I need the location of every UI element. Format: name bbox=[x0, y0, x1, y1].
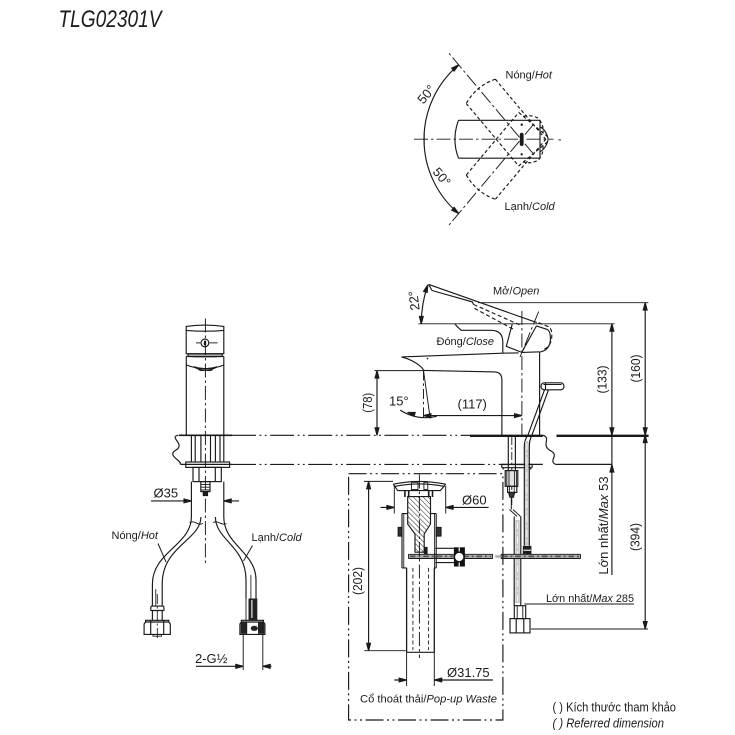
svg-text:( ) Kích thước tham khảo: ( ) Kích thước tham khảo bbox=[553, 701, 677, 715]
svg-text:15°: 15° bbox=[389, 394, 409, 409]
svg-text:Nóng/Hot: Nóng/Hot bbox=[506, 70, 553, 82]
svg-text:(202): (202) bbox=[350, 567, 365, 595]
svg-text:22°: 22° bbox=[405, 290, 422, 311]
svg-text:Cổ thoát thải/Pop-up Waste: Cổ thoát thải/Pop-up Waste bbox=[360, 694, 497, 706]
svg-text:Mở/Open: Mở/Open bbox=[493, 286, 539, 298]
svg-text:(133): (133) bbox=[595, 366, 610, 394]
svg-text:Ø60: Ø60 bbox=[462, 493, 487, 508]
svg-text:Đóng/Close: Đóng/Close bbox=[437, 336, 494, 348]
svg-text:TLG02301V: TLG02301V bbox=[59, 6, 164, 33]
svg-text:(160): (160) bbox=[628, 355, 643, 383]
svg-text:Lạnh/Cold: Lạnh/Cold bbox=[505, 201, 556, 213]
svg-text:Lạnh/Cold: Lạnh/Cold bbox=[252, 532, 303, 544]
svg-text:50°: 50° bbox=[430, 164, 454, 189]
svg-text:Ø35: Ø35 bbox=[154, 486, 179, 501]
svg-text:Ø31.75: Ø31.75 bbox=[447, 665, 490, 680]
svg-text:Lớn nhất/Max 53: Lớn nhất/Max 53 bbox=[596, 476, 611, 574]
svg-text:( ) Referred dimension: ( ) Referred dimension bbox=[553, 717, 665, 731]
svg-text:(394): (394) bbox=[628, 523, 643, 551]
svg-text:2-G½: 2-G½ bbox=[195, 651, 228, 666]
svg-text:50°: 50° bbox=[414, 82, 438, 107]
svg-text:Lớn nhất/Max 285: Lớn nhất/Max 285 bbox=[546, 593, 634, 605]
svg-text:Nóng/Hot: Nóng/Hot bbox=[112, 530, 159, 542]
svg-text:(78): (78) bbox=[360, 393, 375, 413]
svg-text:(117): (117) bbox=[458, 397, 487, 412]
